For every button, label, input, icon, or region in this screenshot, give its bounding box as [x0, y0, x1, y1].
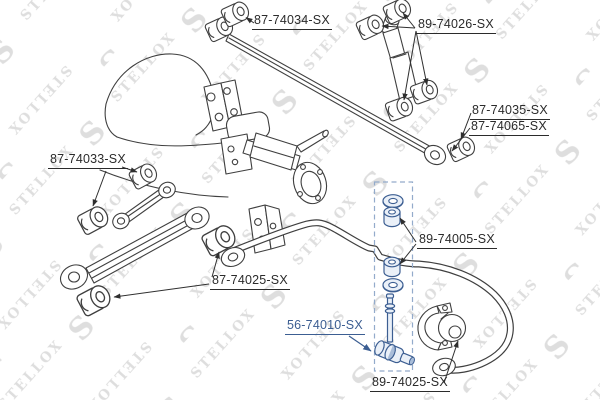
- stabilizer-bar-art: [220, 219, 514, 377]
- part-label-87-74033-sx: 87-74033-SX: [48, 152, 128, 169]
- callout-lines: [92, 12, 472, 384]
- stabilizer-bushing-bracket-art: [417, 302, 467, 351]
- part-label-56-74010-sx-highlighted[interactable]: 56-74010-SX: [285, 318, 365, 335]
- part-label-87-74025-sx: 87-74025-SX: [210, 273, 290, 290]
- part-label-87-74034-sx: 87-74034-SX: [252, 13, 332, 30]
- part-label-87-74065-sx: 87-74065-SX: [469, 119, 549, 136]
- shock-absorber-art: [354, 0, 441, 123]
- part-label-87-74035-sx: 87-74035-SX: [470, 103, 550, 120]
- part-label-89-74026-sx: 89-74026-SX: [416, 17, 496, 34]
- part-label-89-74005-sx: 89-74005-SX: [417, 232, 497, 249]
- highlight-box: [373, 181, 414, 372]
- lateral-rod-art: [203, 0, 478, 166]
- lower-arm-art: [59, 206, 240, 318]
- axle-housing-art: [99, 53, 329, 254]
- stabilizer-link-art-highlighted: [374, 194, 415, 366]
- upper-arm-art: [75, 160, 176, 237]
- part-label-89-74025-sx: 89-74025-SX: [370, 375, 450, 392]
